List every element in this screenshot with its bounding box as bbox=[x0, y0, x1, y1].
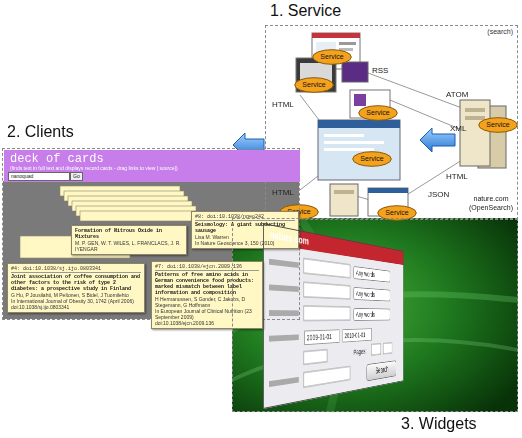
service-label: Service bbox=[478, 117, 518, 133]
app-subtitle: (finds text in full text and displays re… bbox=[10, 165, 178, 171]
format-label: RSS bbox=[372, 66, 388, 75]
button-label: Search bbox=[367, 361, 396, 380]
search-widget: nature.comAny wordsAny wordsAny words200… bbox=[263, 223, 403, 409]
card-header: #4: doi:10.1038/sj.ijo.0803341 bbox=[11, 266, 141, 273]
drive-slot bbox=[334, 190, 354, 194]
select-value: Any words bbox=[354, 267, 390, 282]
provider-label: nature.com (OpenSearch) bbox=[466, 194, 516, 212]
record-card: #4: doi:10.1038/sj.ijo.0803341Joint asso… bbox=[7, 263, 145, 313]
screenshot-line bbox=[324, 148, 374, 151]
service-badge: Service bbox=[478, 117, 518, 133]
badge-ellipse bbox=[479, 118, 518, 133]
app-icon bbox=[342, 62, 368, 82]
panel-heading: 2. Clients bbox=[7, 123, 74, 141]
field-label bbox=[269, 284, 299, 292]
date-value: 2010-01-01 bbox=[343, 329, 371, 342]
badge-ellipse bbox=[353, 152, 392, 167]
service-badge: Service bbox=[294, 77, 334, 93]
service-label: Service bbox=[358, 105, 398, 121]
format-label: HTML bbox=[272, 100, 294, 109]
drive-slot bbox=[465, 116, 485, 120]
service-badge: Service bbox=[352, 151, 392, 167]
text-input bbox=[371, 344, 380, 355]
widgets-panel: 3. Widgetsnature.comAny wordsAny wordsAn… bbox=[232, 218, 518, 412]
card-strip bbox=[80, 211, 200, 221]
format-label: JSON bbox=[428, 190, 449, 199]
badge-ellipse bbox=[359, 106, 398, 121]
screenshot-bar bbox=[312, 33, 360, 38]
portal-logo bbox=[354, 94, 366, 106]
card-authors: G Hu, P Jousilahti, M Peltonen, S Bidel,… bbox=[11, 292, 141, 298]
card-title: Formation of Nitrous Oxide in Mixtures bbox=[75, 228, 183, 240]
card-title: Patterns of free amino acids in German c… bbox=[155, 272, 259, 296]
service-panel: 1. Service(search)ServiceServiceServiceS… bbox=[265, 25, 518, 220]
text-input bbox=[304, 306, 350, 321]
card-source: In European Journal of Clinical Nutritio… bbox=[155, 308, 259, 320]
date-value: 2009-01-01 bbox=[305, 330, 339, 344]
format-label: XML bbox=[450, 124, 466, 133]
service-screenshots bbox=[296, 33, 408, 216]
screenshot-bar bbox=[318, 120, 400, 128]
card-authors: H Hermanussen, S Gonder, C Jakobs, D Ste… bbox=[155, 296, 259, 308]
text-input bbox=[304, 282, 350, 299]
field-label: Pages: bbox=[353, 347, 366, 356]
flow-arrow bbox=[420, 128, 455, 152]
card-title: Joint association of coffee consumption … bbox=[11, 274, 141, 292]
record-card: #7: doi:10.1038/ejcn.2009.136Patterns of… bbox=[151, 261, 263, 329]
app-title: deck of cards bbox=[10, 152, 104, 166]
text-input bbox=[304, 258, 350, 277]
format-label: HTML bbox=[272, 188, 294, 197]
card-doi: doi:10.1038/ejcn.2009.136 bbox=[155, 320, 259, 326]
badge-ellipse bbox=[313, 50, 352, 65]
text-input bbox=[383, 343, 392, 354]
service-label: Service bbox=[294, 77, 334, 93]
widget-title: nature.com bbox=[270, 228, 309, 246]
search-input: nanoquad bbox=[8, 172, 70, 181]
text-input bbox=[304, 366, 350, 387]
widget-body bbox=[263, 223, 403, 409]
field-label bbox=[269, 334, 299, 341]
server bbox=[460, 100, 490, 166]
select-box: Any words bbox=[353, 266, 390, 283]
format-label: ATOM bbox=[446, 90, 468, 99]
service-badge: Service bbox=[358, 105, 398, 121]
screenshot bbox=[318, 120, 400, 180]
record-card: Formation of Nitrous Oxide in MixturesM.… bbox=[71, 225, 187, 255]
panel-heading: 3. Widgets bbox=[401, 415, 477, 433]
service-badge: Service bbox=[312, 49, 352, 65]
screenshot-bar bbox=[368, 188, 408, 193]
card-header: #7: doi:10.1038/ejcn.2009.136 bbox=[155, 264, 259, 271]
panel-heading: 1. Service bbox=[270, 2, 341, 20]
select-box: Any words bbox=[353, 287, 390, 301]
text-input bbox=[304, 350, 327, 365]
date-input: 2009-01-01 bbox=[304, 329, 339, 345]
drive-slot bbox=[465, 108, 485, 112]
select-value: Any words bbox=[354, 309, 390, 320]
screenshot-line bbox=[324, 134, 364, 137]
screenshot-line bbox=[324, 141, 384, 144]
field-label bbox=[269, 259, 299, 268]
server bbox=[330, 184, 358, 216]
panel-note: (search) bbox=[487, 28, 513, 35]
card-doi: doi:10.1038/sj.ijo.0803341 bbox=[11, 304, 141, 310]
service-label: Service bbox=[312, 49, 352, 65]
date-input: 2010-01-01 bbox=[343, 328, 372, 342]
go-button: Go bbox=[70, 172, 83, 181]
card-source: In International Journal of Obesity 30, … bbox=[11, 298, 141, 304]
service-label: Service bbox=[352, 151, 392, 167]
field-label bbox=[269, 310, 299, 316]
select-value: Any words bbox=[354, 288, 390, 301]
screenshot-line bbox=[339, 42, 356, 45]
search-button: Search bbox=[367, 360, 397, 381]
badge-ellipse bbox=[295, 78, 334, 93]
format-label: HTML bbox=[446, 172, 468, 181]
format-link bbox=[300, 176, 318, 190]
card-authors: M. P. GEN, W. T. WILES, L. FRANCLACS, J.… bbox=[75, 240, 183, 252]
field-label bbox=[269, 377, 299, 387]
select-box: Any words bbox=[353, 308, 390, 321]
